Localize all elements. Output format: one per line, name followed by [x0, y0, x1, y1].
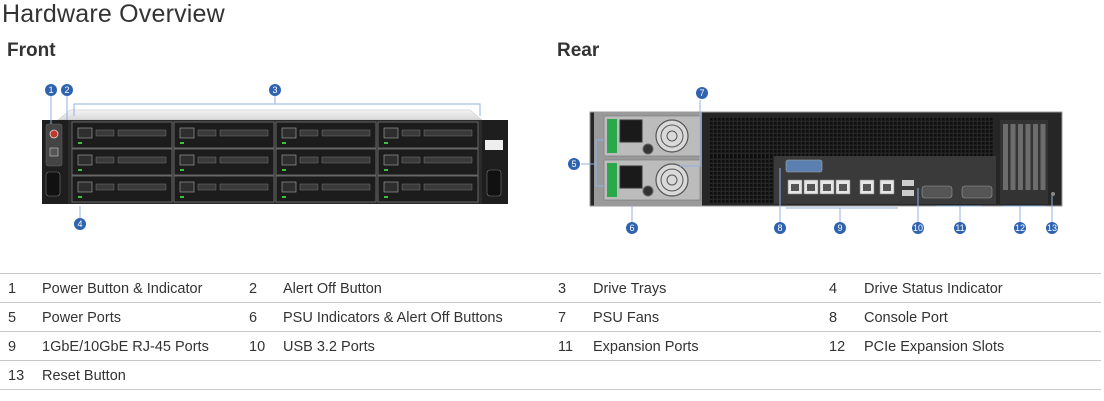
legend-row: 5 Power Ports 6 PSU Indicators & Alert O…	[0, 302, 1101, 331]
legend-label: Power Button & Indicator	[42, 281, 203, 297]
rj45-ports	[787, 179, 895, 195]
legend-number: 7	[558, 310, 567, 326]
usb-port-icon	[902, 190, 914, 196]
front-section-title: Front	[7, 40, 56, 61]
drive-tray-icon	[173, 121, 275, 149]
front-view-diagram: 1 2 3 4	[42, 84, 508, 230]
drive-tray-icon	[377, 175, 479, 203]
rear-callout-10: 10	[912, 222, 924, 234]
legend-table: 1 Power Button & Indicator 2 Alert Off B…	[0, 273, 1101, 390]
page-title: Hardware Overview	[2, 0, 225, 28]
legend-row: 1 Power Button & Indicator 2 Alert Off B…	[0, 273, 1101, 302]
legend-label: Drive Status Indicator	[864, 281, 1003, 297]
svg-text:9: 9	[837, 223, 842, 233]
legend-label: Reset Button	[42, 368, 126, 384]
svg-text:13: 13	[1047, 223, 1057, 233]
front-callout-3: 3	[269, 84, 281, 96]
drive-tray-icon	[71, 175, 173, 203]
svg-text:2: 2	[64, 85, 69, 95]
front-callout-1: 1	[45, 84, 57, 96]
psu-2-handle	[607, 163, 617, 197]
psu-fan-icon	[655, 119, 689, 153]
right-handle	[486, 169, 502, 197]
legend-label: Alert Off Button	[283, 281, 382, 297]
psu-2-indicator	[642, 185, 654, 197]
power-port-1	[619, 119, 643, 143]
legend-number: 10	[249, 339, 266, 355]
drive-tray-icon	[377, 121, 479, 149]
svg-text:12: 12	[1015, 223, 1025, 233]
legend-row: 9 1GbE/10GbE RJ-45 Ports 10 USB 3.2 Port…	[0, 331, 1101, 360]
expansion-port-icon	[961, 185, 993, 199]
expansion-port-icon	[921, 185, 953, 199]
drive-bays	[71, 121, 479, 203]
rear-view-diagram: 5 6 7 8 9 10 11 12 13	[568, 87, 1063, 234]
rear-callout-9: 9	[834, 222, 846, 234]
drive-tray-icon	[71, 121, 173, 149]
legend-number: 2	[249, 281, 258, 297]
drive-tray-icon	[173, 175, 275, 203]
ventilation-grid	[710, 118, 993, 203]
pcie-expansion-slots	[1003, 124, 1046, 190]
rear-callout-13: 13	[1046, 222, 1058, 234]
svg-text:6: 6	[629, 223, 634, 233]
legend-label: Console Port	[864, 310, 948, 326]
rear-callout-5: 5	[568, 158, 580, 170]
legend-number: 8	[829, 310, 838, 326]
legend-number: 9	[8, 339, 17, 355]
left-handle	[45, 171, 61, 197]
front-callout-4: 4	[74, 218, 86, 230]
legend-number: 1	[8, 281, 17, 297]
legend-label: PCIe Expansion Slots	[864, 339, 1005, 355]
svg-text:3: 3	[272, 85, 277, 95]
legend-number: 6	[249, 310, 258, 326]
psu-1-indicator	[642, 143, 654, 155]
svg-text:8: 8	[777, 223, 782, 233]
chassis-top-lid	[57, 109, 483, 121]
legend-label: Expansion Ports	[593, 339, 699, 355]
svg-text:4: 4	[77, 219, 82, 229]
svg-text:5: 5	[571, 159, 576, 169]
legend-number: 12	[829, 339, 846, 355]
legend-number: 5	[8, 310, 17, 326]
svg-text:11: 11	[955, 223, 964, 233]
usb-port-icon	[902, 180, 914, 186]
legend-label: Power Ports	[42, 310, 121, 326]
legend-number: 13	[8, 368, 25, 384]
reset-button	[1051, 192, 1055, 196]
legend-number: 4	[829, 281, 838, 297]
power-port-2	[619, 165, 643, 189]
svg-text:1: 1	[48, 85, 53, 95]
psu-fan-icon	[655, 163, 689, 197]
legend-label: USB 3.2 Ports	[283, 339, 375, 355]
rear-callout-8: 8	[774, 222, 786, 234]
rear-callout-7: 7	[696, 87, 708, 99]
drive-tray-icon	[275, 175, 377, 203]
rear-callout-11: 11	[954, 222, 966, 234]
psu-1-handle	[607, 119, 617, 153]
legend-label: PSU Indicators & Alert Off Buttons	[283, 310, 503, 326]
drive-tray-icon	[173, 148, 275, 176]
drive-tray-icon	[275, 121, 377, 149]
legend-label: Drive Trays	[593, 281, 667, 297]
svg-text:10: 10	[913, 223, 923, 233]
drive-tray-icon	[377, 148, 479, 176]
console-port-icon	[785, 159, 823, 173]
legend-number: 11	[558, 339, 574, 355]
rear-callout-12: 12	[1014, 222, 1026, 234]
svg-text:7: 7	[699, 88, 704, 98]
front-callout-2: 2	[61, 84, 73, 96]
drive-tray-icon	[71, 148, 173, 176]
legend-label: 1GbE/10GbE RJ-45 Ports	[42, 339, 209, 355]
rear-callout-6: 6	[626, 222, 638, 234]
model-label	[485, 140, 503, 150]
rear-section-title: Rear	[557, 40, 600, 61]
legend-row: 13 Reset Button	[0, 360, 1101, 390]
drive-tray-icon	[275, 148, 377, 176]
legend-label: PSU Fans	[593, 310, 660, 326]
alert-off-button-icon[interactable]	[49, 147, 59, 157]
legend-number: 3	[558, 281, 567, 297]
power-button-icon[interactable]	[49, 129, 59, 139]
